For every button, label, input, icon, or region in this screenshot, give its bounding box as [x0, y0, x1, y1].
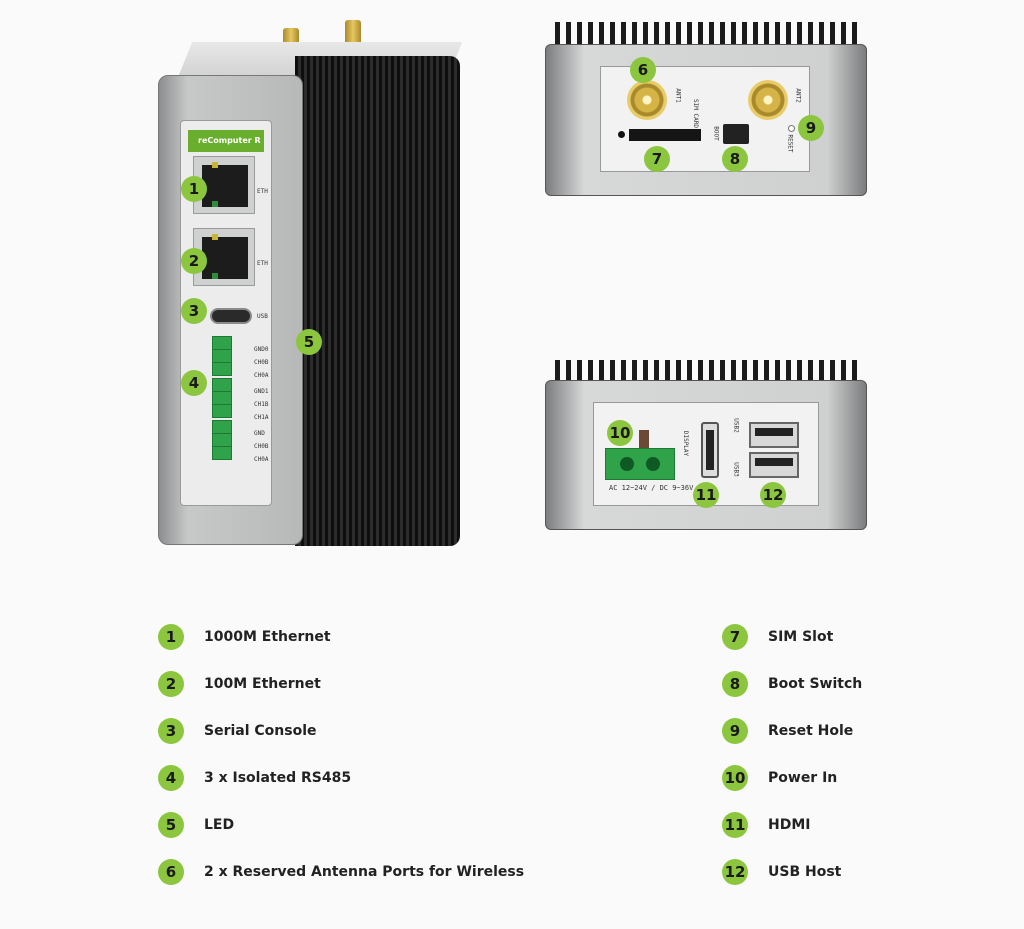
legend-item: 1 1000M Ethernet — [158, 623, 331, 651]
eth2-led-yellow — [212, 234, 218, 240]
callout-badge: 10 — [607, 420, 633, 446]
power-label: AC 12~24V / DC 9~36V — [609, 484, 694, 492]
legend-text: 3 x Isolated RS485 — [204, 770, 352, 786]
legend-text: 100M Ethernet — [204, 676, 321, 692]
legend-text: LED — [204, 817, 235, 833]
callout-badge: 3 — [181, 298, 207, 324]
ant1-label: ANT1 — [674, 88, 682, 103]
legend-number: 4 — [158, 765, 184, 791]
display-label: DISPLAY — [682, 430, 690, 457]
hdmi-port[interactable] — [701, 422, 719, 478]
eth2-led-green — [212, 273, 218, 279]
eth1-label: ETH — [257, 188, 268, 195]
rs485-pin-label: GND0 — [254, 346, 269, 353]
power-plug-stub — [639, 430, 649, 452]
legend-text: 2 x Reserved Antenna Ports for Wireless — [204, 864, 525, 880]
legend-number: 7 — [722, 624, 748, 650]
eth1-led-green — [212, 201, 218, 207]
legend-item: 7 SIM Slot — [722, 623, 833, 651]
legend-item: 2 100M Ethernet — [158, 670, 321, 698]
legend-number: 11 — [722, 812, 748, 838]
legend-item: 6 2 x Reserved Antenna Ports for Wireless — [158, 858, 524, 886]
rs485-pin-label: CH0B — [254, 359, 269, 366]
callout-badge: 11 — [693, 482, 719, 508]
usb-port-lower[interactable] — [749, 452, 799, 478]
antenna-port-2[interactable] — [748, 80, 788, 120]
rs485-terminal-block[interactable] — [212, 336, 232, 460]
top-device-view: ANT1 ANT2 SIM CARD BOOT RESET — [545, 22, 867, 198]
rs485-pin-label: CH0A — [254, 456, 269, 463]
boot-label: BOOT — [712, 126, 720, 141]
usb2-label: USB2 — [732, 418, 740, 433]
legend-item: 11 HDMI — [722, 811, 810, 839]
legend-number: 9 — [722, 718, 748, 744]
heatsink-fins-bottom — [555, 360, 857, 382]
callout-badge: 5 — [296, 329, 322, 355]
legend-text: Power In — [768, 770, 838, 786]
legend-text: USB Host — [768, 864, 842, 880]
sim-label: SIM CARD — [691, 99, 699, 128]
legend-number: 2 — [158, 671, 184, 697]
legend-number: 1 — [158, 624, 184, 650]
eth1-led-yellow — [212, 162, 218, 168]
legend-item: 9 Reset Hole — [722, 717, 853, 745]
legend-text: Boot Switch — [768, 676, 863, 692]
power-terminal[interactable] — [605, 448, 675, 480]
rs485-pin-label: GND — [254, 430, 265, 437]
callout-badge: 7 — [644, 146, 670, 172]
legend-number: 5 — [158, 812, 184, 838]
usb-port-upper[interactable] — [749, 422, 799, 448]
front-device-view: reComputer R ETH ETH USB GND0 CH0B CH0A … — [150, 20, 470, 546]
callout-badge: 8 — [722, 146, 748, 172]
usb-label: USB — [257, 313, 268, 320]
legend-number: 8 — [722, 671, 748, 697]
legend-number: 10 — [722, 765, 748, 791]
top-panel-inset — [600, 66, 810, 172]
brand-label: reComputer R — [198, 136, 261, 145]
ant2-label: ANT2 — [794, 88, 802, 103]
reset-hole[interactable] — [788, 125, 795, 132]
callout-badge: 1 — [181, 176, 207, 202]
antenna-port-1[interactable] — [627, 80, 667, 120]
callout-badge: 9 — [798, 115, 824, 141]
rs485-pin-label: GND1 — [254, 388, 269, 395]
heatsink — [295, 56, 460, 546]
callout-badge: 12 — [760, 482, 786, 508]
eth2-label: ETH — [257, 260, 268, 267]
legend-text: 1000M Ethernet — [204, 629, 331, 645]
legend-item: 5 LED — [158, 811, 234, 839]
legend-number: 6 — [158, 859, 184, 885]
legend-item: 3 Serial Console — [158, 717, 317, 745]
callout-badge: 4 — [181, 370, 207, 396]
ethernet-port-2[interactable] — [193, 228, 255, 286]
usb3-label: USB3 — [732, 462, 740, 477]
sim-slot[interactable] — [629, 129, 701, 141]
rs485-pin-label: CH0B — [254, 443, 269, 450]
legend-text: Serial Console — [204, 723, 317, 739]
legend-number: 3 — [158, 718, 184, 744]
legend-text: SIM Slot — [768, 629, 834, 645]
usb-c-port[interactable] — [210, 308, 252, 324]
boot-switch[interactable] — [723, 124, 749, 144]
reset-label: RESET — [786, 134, 794, 153]
rs485-pin-label: CH1A — [254, 414, 269, 421]
callout-badge: 2 — [181, 248, 207, 274]
callout-badge: 6 — [630, 57, 656, 83]
legend-text: HDMI — [768, 817, 811, 833]
legend-item: 4 3 x Isolated RS485 — [158, 764, 351, 792]
legend-number: 12 — [722, 859, 748, 885]
legend-item: 12 USB Host — [722, 858, 841, 886]
heatsink-fins-top — [555, 22, 857, 46]
brand-tag: reComputer R — [188, 130, 264, 152]
legend-item: 10 Power In — [722, 764, 837, 792]
legend-text: Reset Hole — [768, 723, 854, 739]
rs485-pin-label: CH1B — [254, 401, 269, 408]
rs485-pin-label: CH0A — [254, 372, 269, 379]
legend-item: 8 Boot Switch — [722, 670, 862, 698]
sim-dot — [618, 131, 625, 138]
